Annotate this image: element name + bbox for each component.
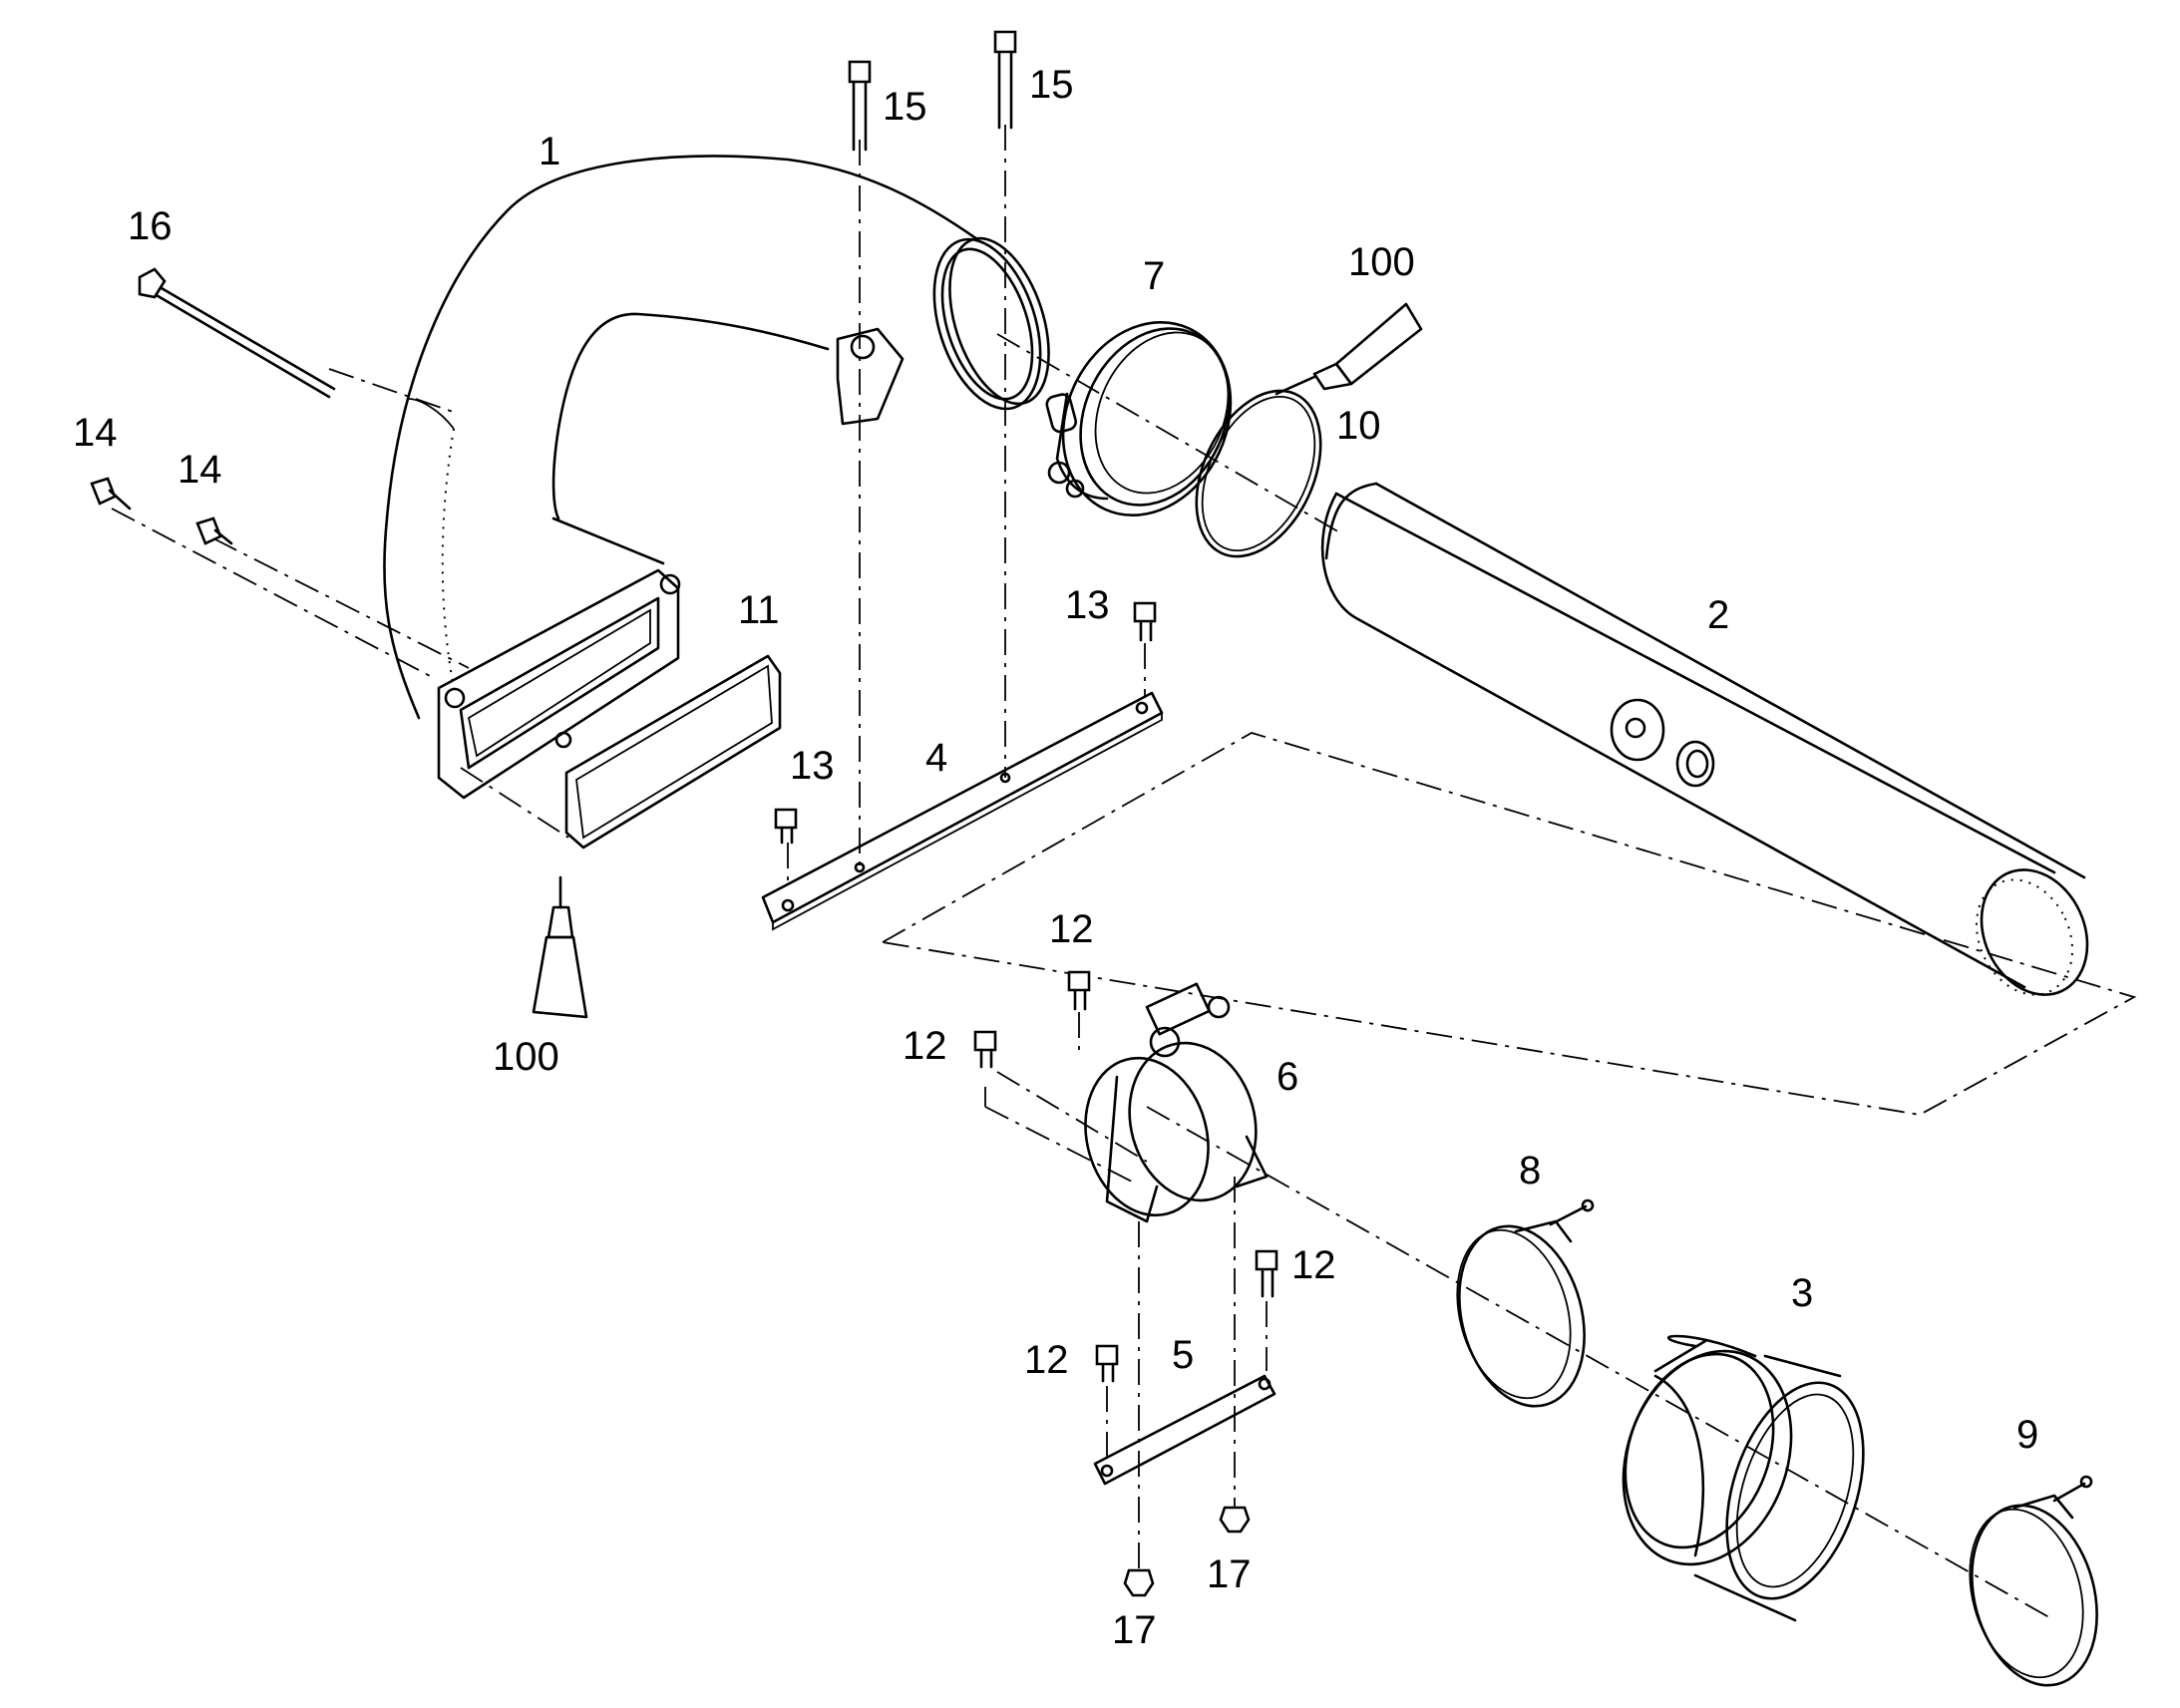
callout-13b: 13 <box>1065 583 1110 627</box>
callout-12b: 12 <box>903 1024 947 1068</box>
part-1-intake-elbow <box>383 155 1050 800</box>
part-8-hose-clamp <box>1456 1198 1595 1408</box>
bolt-12-c <box>1255 1249 1278 1298</box>
callout-10: 10 <box>1336 404 1381 448</box>
bolt-16 <box>138 267 336 399</box>
callout-11: 11 <box>738 588 780 632</box>
callout-14b: 14 <box>178 448 222 492</box>
part-11-gasket <box>564 654 782 850</box>
part-2-tube <box>1320 482 2089 996</box>
callout-8: 8 <box>1519 1149 1541 1193</box>
bolt-15-right <box>993 30 1017 130</box>
bolt-13-right <box>1133 601 1157 642</box>
part-5-small-strap <box>1093 1374 1276 1486</box>
bolt-14-right <box>195 516 233 545</box>
bolt-14-left <box>90 477 132 511</box>
callout-7: 7 <box>1143 254 1165 298</box>
bolt-13-left <box>774 808 798 845</box>
nut-17-right <box>1219 1506 1251 1534</box>
callout-100b: 100 <box>493 1035 559 1079</box>
callout-2: 2 <box>1707 593 1729 637</box>
callout-12d: 12 <box>1024 1338 1069 1382</box>
bolt-12-a <box>1067 970 1091 1011</box>
callout-15b: 15 <box>1029 63 1074 107</box>
callout-4: 4 <box>925 736 947 780</box>
part-7-v-band-clamp <box>1045 320 1233 517</box>
callout-5: 5 <box>1172 1333 1194 1377</box>
callout-16: 16 <box>128 204 173 248</box>
assembly-lines <box>111 125 2137 1621</box>
part-9-hose-clamp <box>1969 1475 2098 1687</box>
callout-17a: 17 <box>1112 1608 1157 1652</box>
sealant-tube-upper <box>1274 302 1423 396</box>
part-4-bracket-strap <box>761 691 1164 931</box>
part-10-o-ring <box>1195 389 1322 558</box>
callout-3: 3 <box>1791 1271 1813 1315</box>
callout-14a: 14 <box>73 411 118 455</box>
part-6-saddle-clamp <box>1084 982 1269 1223</box>
callout-labels: 1 2 3 4 5 6 7 8 9 10 11 12 12 12 12 13 1… <box>73 63 2038 1652</box>
callout-6: 6 <box>1276 1055 1298 1099</box>
callout-15a: 15 <box>883 85 927 129</box>
part-3-hose-coupling <box>1622 1334 1865 1622</box>
nut-17-left <box>1123 1568 1155 1597</box>
callout-100a: 100 <box>1348 240 1415 284</box>
bolt-12-b <box>973 1030 997 1069</box>
callout-1: 1 <box>539 130 560 173</box>
callout-12c: 12 <box>1291 1243 1336 1287</box>
callout-9: 9 <box>2016 1413 2038 1457</box>
bolt-12-d <box>1095 1344 1119 1383</box>
callout-12a: 12 <box>1049 907 1094 951</box>
callout-17b: 17 <box>1207 1552 1252 1596</box>
callout-13a: 13 <box>790 744 835 788</box>
sealant-tube-lower <box>532 875 588 1019</box>
bolt-15-left <box>848 60 872 152</box>
